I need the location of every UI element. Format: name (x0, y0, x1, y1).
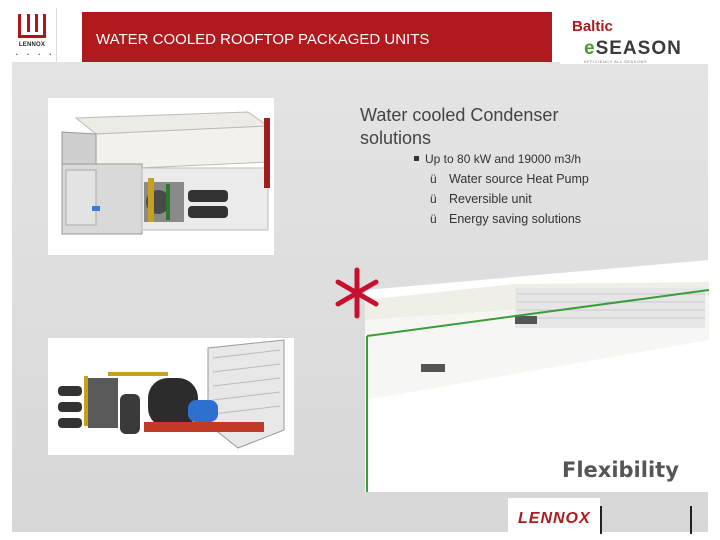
logo-dots: • • • • (16, 52, 56, 58)
heading-line2: solutions (360, 128, 432, 148)
slide-title: WATER COOLED ROOFTOP PACKAGED UNITS (96, 31, 430, 48)
heading-line1: Water cooled Condenser (360, 105, 559, 125)
logo-text: LENNOX (18, 42, 46, 48)
feature-text: Reversible unit (449, 192, 532, 206)
eseason-e: e (584, 38, 596, 59)
lennox-logo: LENNOX • • • • (8, 8, 57, 62)
footer-lennox-text: LENNOX (518, 510, 591, 527)
eseason-tagline: EFFICIENCY ALL SEASONS (584, 59, 648, 64)
baltic-label: Baltic (572, 18, 613, 35)
list-item: ü Water source Heat Pump (430, 171, 589, 191)
flexibility-label: Flexibility (562, 458, 679, 482)
footer-lennox-logo: LENNOX (508, 498, 600, 538)
check-icon: ü (430, 212, 437, 226)
list-item: ü Reversible unit (430, 191, 589, 211)
lennox-logo-icon (18, 14, 46, 38)
main-bullet: Up to 80 kW and 19000 m3/h (414, 152, 581, 166)
title-bar: WATER COOLED ROOFTOP PACKAGED UNITS (82, 12, 552, 62)
asterisk-icon (335, 267, 379, 319)
list-item: ü Energy saving solutions (430, 211, 589, 231)
condenser-components-image (48, 338, 294, 455)
brand-area: Baltic eSEASON EFFICIENCY ALL SEASONS (560, 8, 710, 64)
eseason-rest: SEASON (595, 38, 682, 59)
eseason-logo: eSEASON (584, 38, 682, 60)
check-icon: ü (430, 172, 437, 186)
bullet-square-icon (414, 156, 419, 161)
feature-text: Water source Heat Pump (449, 172, 589, 186)
main-bullet-text: Up to 80 kW and 19000 m3/h (425, 152, 582, 166)
footer-divider (690, 506, 692, 534)
feature-text: Energy saving solutions (449, 212, 582, 226)
footer-divider (600, 506, 602, 534)
section-heading: Water cooled Condenser solutions (360, 104, 660, 150)
check-icon: ü (430, 192, 437, 206)
rooftop-unit-image (48, 98, 274, 255)
unit-detail-image (365, 260, 709, 492)
